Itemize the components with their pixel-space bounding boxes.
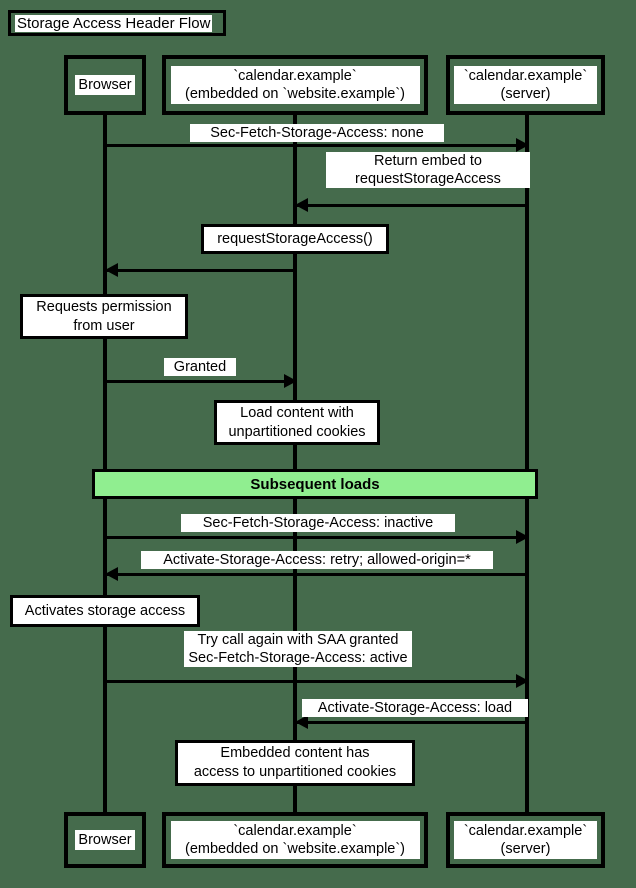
message-7-arrowhead [516, 674, 529, 688]
note-request-storage-access: requestStorageAccess() [201, 224, 389, 254]
message-5-line [105, 536, 527, 539]
participant-embed-top[interactable]: `calendar.example` (embedded on `website… [162, 55, 428, 115]
message-5-arrowhead [516, 530, 529, 544]
participant-browser-bottom-label: Browser [75, 830, 135, 850]
message-7-line [105, 680, 527, 683]
note-load-content: Load content with unpartitioned cookies [214, 400, 380, 445]
message-1-arrowhead [516, 138, 529, 152]
divider-subsequent-loads-label: Subsequent loads [250, 475, 380, 493]
message-4-arrowhead [284, 374, 297, 388]
divider-subsequent-loads: Subsequent loads [92, 469, 538, 499]
message-1-line [105, 144, 527, 147]
participant-browser-top-label: Browser [75, 75, 135, 95]
participant-server-top[interactable]: `calendar.example` (server) [446, 55, 605, 115]
participant-embed-bottom-label: `calendar.example` (embedded on `website… [170, 821, 420, 859]
lifeline-browser [103, 115, 107, 812]
message-6-line [105, 573, 527, 576]
diagram-title-box: Storage Access Header Flow [8, 10, 226, 36]
participant-server-bottom[interactable]: `calendar.example` (server) [446, 812, 605, 868]
lifeline-server [525, 115, 529, 812]
message-7-label: Try call again with SAA granted Sec-Fetc… [184, 631, 412, 667]
message-8-line [295, 721, 527, 724]
message-1-label: Sec-Fetch-Storage-Access: none [190, 124, 444, 142]
message-2-arrowhead [295, 198, 308, 212]
participant-server-bottom-label: `calendar.example` (server) [454, 821, 597, 859]
message-3-line [105, 269, 295, 272]
note-embedded-content-access: Embedded content has access to unpartiti… [175, 740, 415, 786]
diagram-title: Storage Access Header Flow [15, 14, 213, 32]
participant-embed-top-label: `calendar.example` (embedded on `website… [170, 66, 420, 104]
participant-browser-top[interactable]: Browser [64, 55, 146, 115]
participant-embed-bottom[interactable]: `calendar.example` (embedded on `website… [162, 812, 428, 868]
message-4-line [105, 380, 295, 383]
message-4-label: Granted [164, 358, 236, 376]
message-3-arrowhead [105, 263, 118, 277]
note-requests-permission: Requests permission from user [20, 294, 188, 339]
participant-browser-bottom[interactable]: Browser [64, 812, 146, 868]
message-8-label: Activate-Storage-Access: load [302, 699, 528, 717]
note-activates-storage-access: Activates storage access [10, 595, 200, 627]
message-6-label: Activate-Storage-Access: retry; allowed-… [141, 551, 493, 569]
lifeline-embed [293, 115, 297, 812]
message-8-arrowhead [295, 715, 308, 729]
message-5-label: Sec-Fetch-Storage-Access: inactive [181, 514, 455, 532]
message-6-arrowhead [105, 567, 118, 581]
message-2-line [295, 204, 527, 207]
message-2-label: Return embed to requestStorageAccess [326, 152, 530, 188]
participant-server-top-label: `calendar.example` (server) [454, 66, 597, 104]
